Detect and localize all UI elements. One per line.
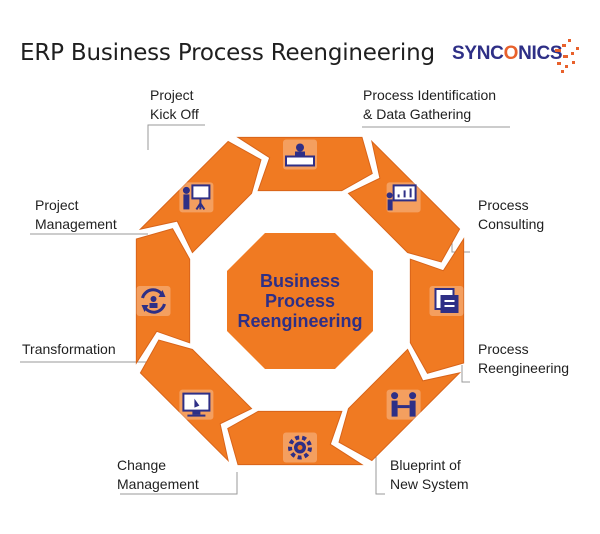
presentation-board-icon bbox=[386, 182, 421, 213]
stage-label-change: Change Management bbox=[117, 457, 199, 492]
stage-label-transformation: Transformation bbox=[22, 341, 116, 357]
leader-change bbox=[120, 472, 238, 495]
stage-icons bbox=[136, 139, 464, 463]
segment-blueprint bbox=[227, 410, 364, 466]
stage-label-management: Project Management bbox=[35, 197, 117, 232]
leader-kickoff bbox=[147, 124, 205, 150]
stage-label-blueprint: Blueprint of New System bbox=[390, 457, 469, 492]
center-title-line3: Reengineering bbox=[237, 311, 363, 331]
segment-identification bbox=[347, 139, 461, 263]
stage-label-consulting: Process Consulting bbox=[478, 197, 545, 232]
refresh-person-icon bbox=[136, 286, 171, 316]
logo-dots-icon bbox=[555, 39, 579, 73]
center-octagon bbox=[227, 233, 373, 369]
center-title-line2: Process bbox=[264, 291, 336, 311]
stage-label-identification: Process Identification & Data Gathering bbox=[363, 87, 497, 122]
handshake-icon bbox=[386, 389, 421, 420]
leader-reengineering bbox=[461, 365, 470, 383]
segment-reengineering bbox=[338, 348, 462, 462]
page-title: ERP Business Process Reengineering bbox=[20, 40, 435, 66]
presenter-icon bbox=[179, 182, 214, 213]
center-title-line1: Business bbox=[259, 271, 341, 291]
leader-blueprint bbox=[375, 452, 385, 495]
stage-label-reengineering: Process Reengineering bbox=[478, 341, 570, 376]
logo-text: SYNCONICS bbox=[452, 43, 563, 64]
center-title: Business Process Reengineering bbox=[222, 271, 378, 331]
gear-icon bbox=[283, 432, 317, 463]
meeting-desk-icon bbox=[283, 139, 317, 170]
stage-label-kick-off: Project Kick Off bbox=[150, 87, 199, 122]
documents-icon bbox=[429, 286, 464, 316]
touch-monitor-icon bbox=[179, 389, 214, 420]
brand-logo: SYNCONICS bbox=[452, 36, 582, 76]
